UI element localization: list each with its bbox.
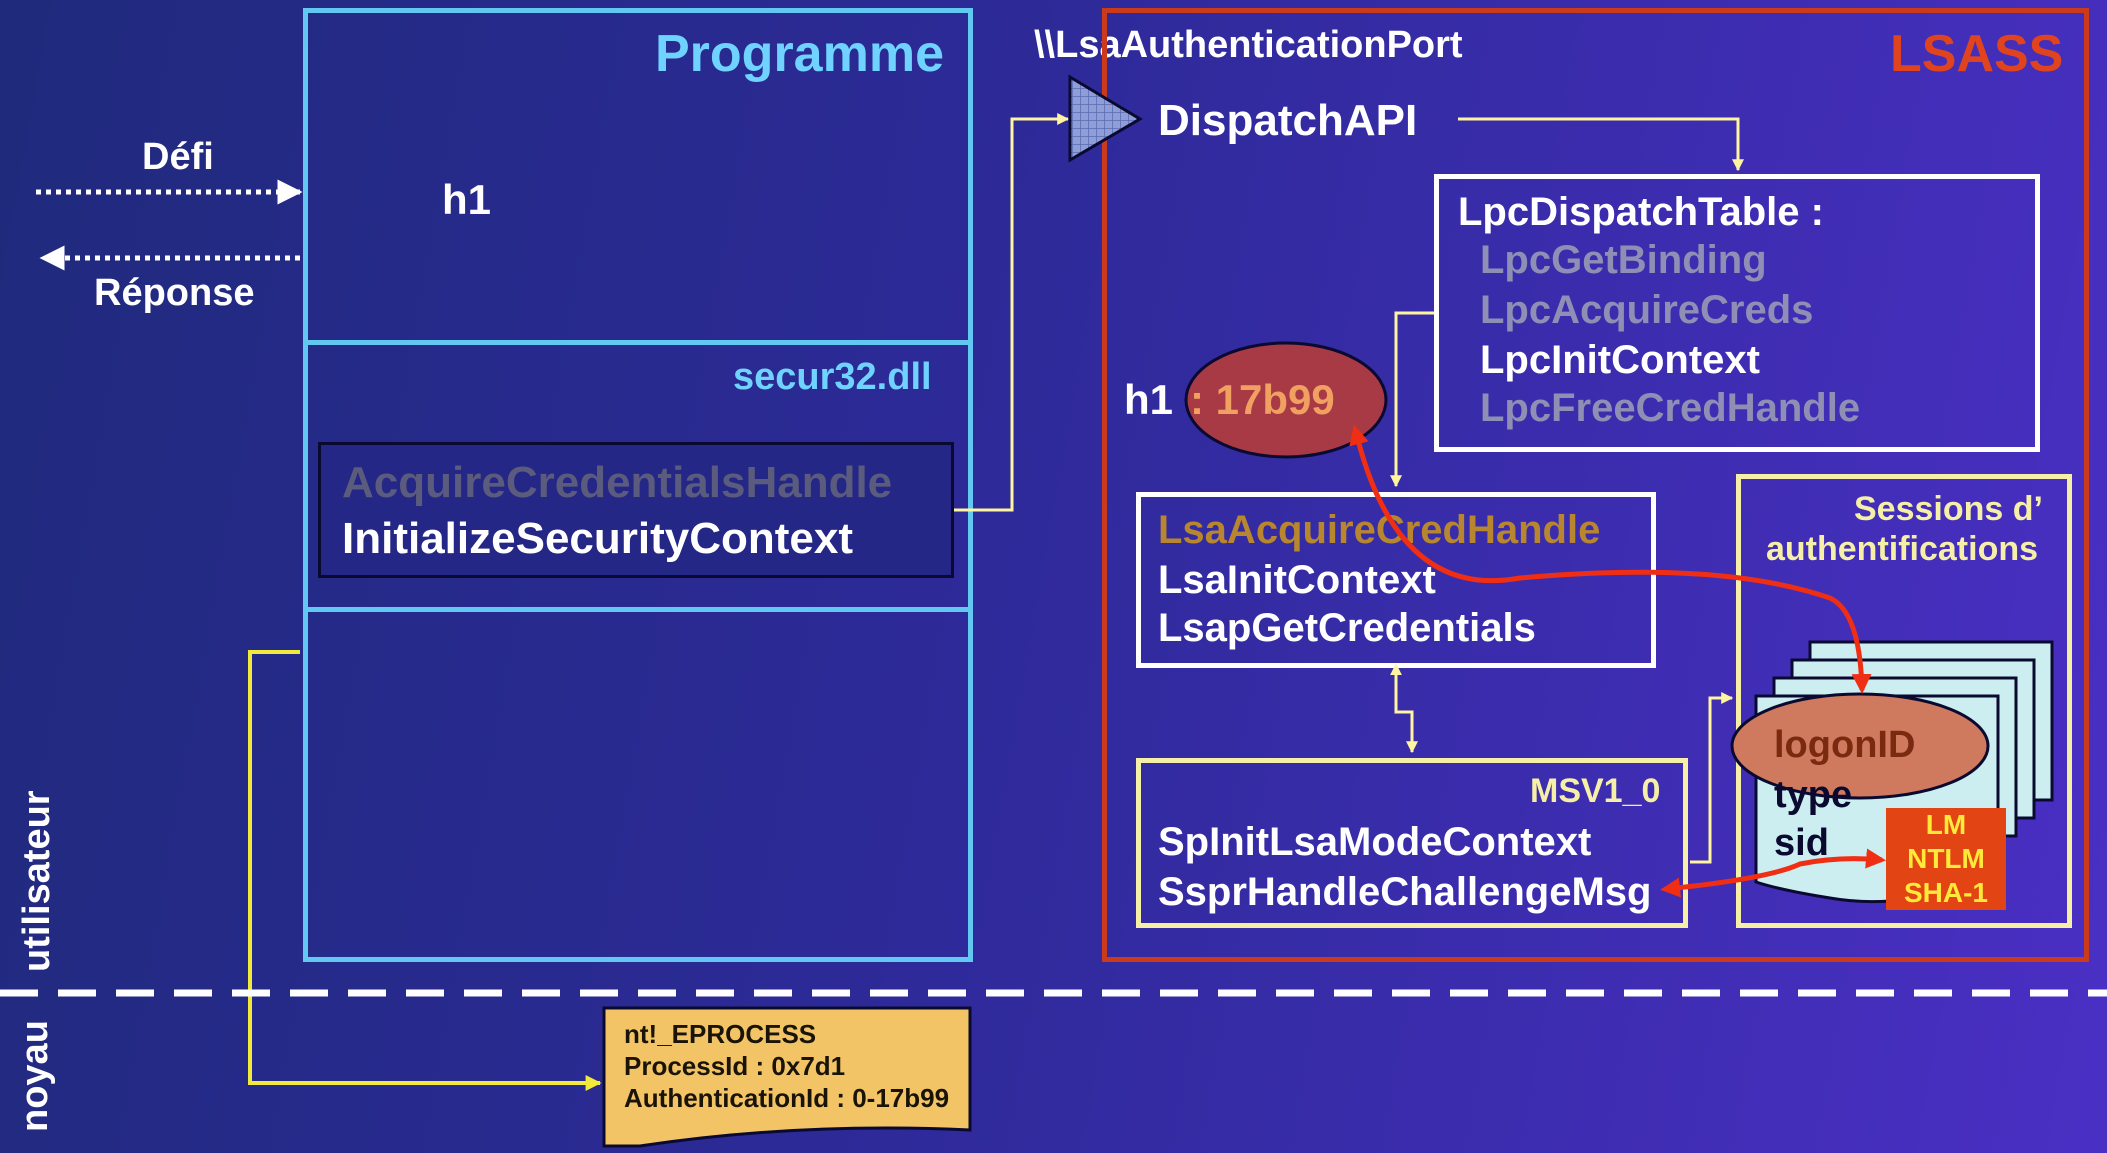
port-triangle-icon bbox=[1068, 74, 1143, 163]
sessions-title-line1: Sessions d’ bbox=[1854, 490, 2043, 528]
kernel-note-shape bbox=[602, 1006, 972, 1148]
kernel-note-line-2: ProcessId : 0x7d1 bbox=[624, 1051, 846, 1081]
hash-labels: LM NTLM SHA-1 bbox=[1886, 808, 2006, 910]
table-to-lsa-connector bbox=[1390, 311, 1434, 488]
secur32-to-port-connector bbox=[954, 113, 1070, 512]
logon-id-ellipse bbox=[1730, 692, 1990, 800]
function-acquire-credentials-handle: AcquireCredentialsHandle bbox=[342, 458, 893, 507]
hash-msv-arrow bbox=[1660, 848, 1886, 898]
lsass-box bbox=[1102, 8, 2089, 962]
sp-init-lsa-mode-context: SpInitLsaModeContext bbox=[1158, 820, 1592, 864]
dispatch-api-label: DispatchAPI bbox=[1158, 96, 1418, 145]
msv1-0-title: MSV1_0 bbox=[1530, 772, 1661, 810]
session-field-sid: sid bbox=[1774, 822, 1829, 864]
program-title: Programme bbox=[655, 25, 944, 83]
program-divider-top bbox=[303, 340, 973, 345]
dispatch-to-table-connector bbox=[1458, 117, 1744, 172]
session-field-type: type bbox=[1774, 774, 1853, 816]
sessions-box bbox=[1736, 474, 2072, 928]
kernel-mode-label: noyau bbox=[14, 1020, 56, 1132]
lpc-init-context: LpcInitContext bbox=[1480, 338, 1760, 382]
logon-id-label: logonID bbox=[1774, 724, 1916, 766]
kernel-note-line-3: AuthenticationId : 0-17b99 bbox=[624, 1083, 950, 1113]
hash-box bbox=[1886, 808, 2006, 910]
msv-to-sessions-connector bbox=[1690, 692, 1734, 864]
hash-lm: LM bbox=[1925, 809, 1967, 840]
kernel-connector bbox=[248, 650, 602, 1091]
dll-label: secur32.dll bbox=[733, 356, 932, 398]
hash-sha1: SHA-1 bbox=[1903, 877, 1988, 908]
function-initialize-security-context: InitializeSecurityContext bbox=[342, 514, 854, 563]
handle-logon-arrow bbox=[1349, 424, 1872, 694]
msv1-0-box bbox=[1136, 758, 1688, 928]
secur32-function-box bbox=[318, 442, 954, 578]
program-box bbox=[303, 8, 973, 962]
handle-ellipse bbox=[1184, 341, 1388, 459]
defi-label: Défi bbox=[142, 136, 214, 178]
lsass-handle-label: h1 bbox=[1124, 376, 1174, 423]
reponse-label: Réponse bbox=[94, 272, 255, 314]
lpc-acquire-creds: LpcAcquireCreds bbox=[1480, 288, 1814, 332]
kernel-note-text: nt!_EPROCESS ProcessId : 0x7d1 Authentic… bbox=[624, 1018, 949, 1114]
hash-ntlm: NTLM bbox=[1907, 843, 1985, 874]
lpc-free-cred-handle: LpcFreeCredHandle bbox=[1480, 386, 1861, 430]
lsass-title: LSASS bbox=[1890, 25, 2064, 83]
lpc-dispatch-table-title: LpcDispatchTable : bbox=[1458, 190, 1824, 234]
kernel-note-line-1: nt!_EPROCESS bbox=[624, 1019, 817, 1049]
lsa-msv-connector bbox=[1390, 663, 1418, 754]
program-handle: h1 bbox=[442, 176, 492, 223]
program-divider-bottom bbox=[303, 607, 973, 612]
sspr-handle-challenge-msg: SsprHandleChallengeMsg bbox=[1158, 870, 1652, 914]
lsass-handle-value: : 17b99 bbox=[1190, 376, 1335, 423]
user-mode-label: utilisateur bbox=[16, 790, 58, 972]
lpc-get-binding: LpcGetBinding bbox=[1480, 238, 1767, 282]
